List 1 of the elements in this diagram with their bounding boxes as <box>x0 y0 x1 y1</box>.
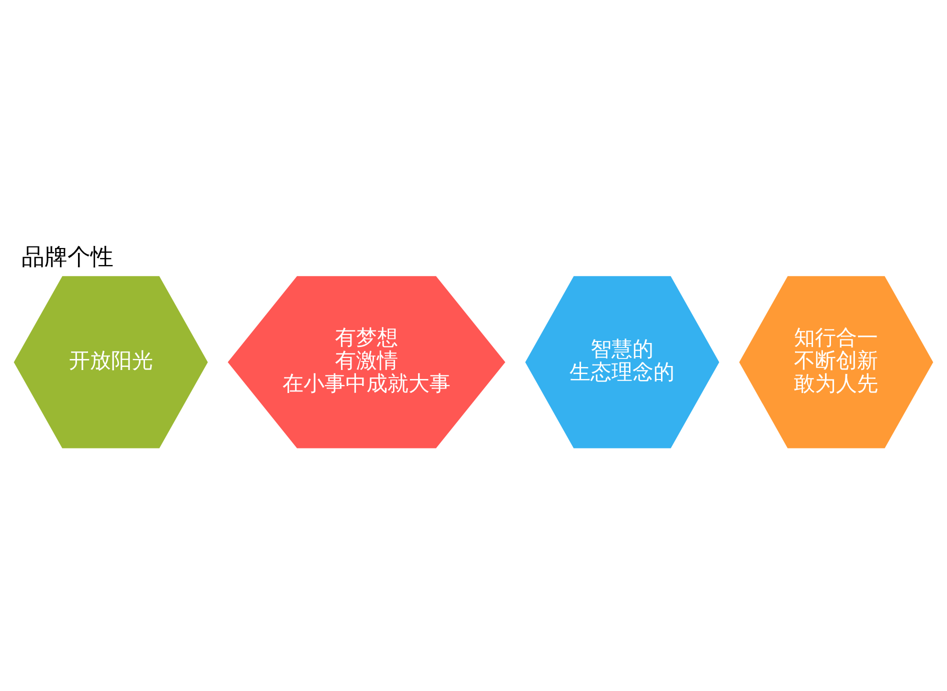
diagram-title: 品牌个性 <box>22 244 114 271</box>
